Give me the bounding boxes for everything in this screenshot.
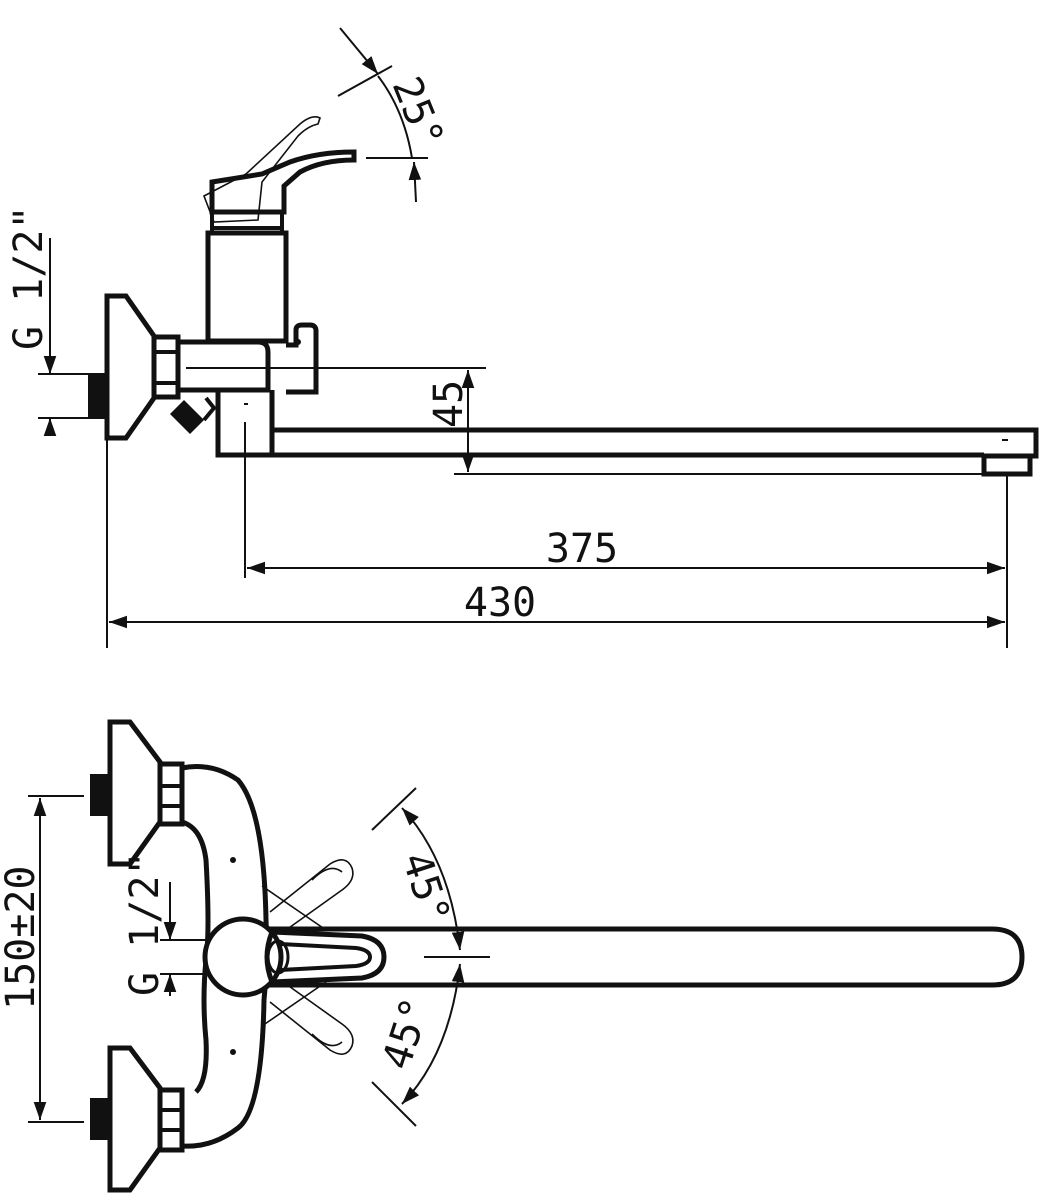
side-wall-flange — [104, 293, 157, 441]
top-spout — [260, 926, 1025, 988]
top-upper-angle-label: 45° — [392, 847, 458, 930]
top-thread-dimension: G 1/2" — [122, 852, 206, 997]
top-view: 150±20 G 1/2" 45° 45° — [0, 719, 1025, 1193]
side-total-label: 430 — [464, 580, 536, 626]
side-cartridge-body — [205, 230, 289, 344]
side-thread-dimension: G 1/2" — [6, 206, 108, 436]
side-spout-label: 375 — [546, 526, 618, 572]
side-height-label: 45 — [426, 380, 472, 428]
top-lever — [264, 929, 387, 985]
top-upper-angle-dimension: 45° — [371, 787, 465, 951]
side-thread-label: G 1/2" — [6, 206, 52, 351]
top-centers-label: 150±20 — [0, 866, 44, 1011]
side-spout — [272, 427, 1039, 477]
side-view: G 1/2" 45 25° 375 430 — [6, 27, 1039, 648]
top-upper-hex-nut — [157, 761, 185, 827]
side-inlet-stub — [88, 374, 108, 418]
top-upper-flange — [107, 719, 163, 867]
top-lever-lower-position — [269, 983, 354, 1055]
top-cartridge-cap — [202, 916, 284, 998]
top-thread-label: G 1/2" — [122, 852, 168, 997]
top-centers-dimension: 150±20 — [0, 795, 84, 1123]
top-upper-inlet-stub — [90, 774, 110, 816]
side-diverter-button — [286, 322, 319, 395]
side-height-dimension: 45 — [426, 370, 986, 475]
top-lower-inlet-stub — [90, 1098, 110, 1140]
top-lower-angle-label: 45° — [374, 992, 440, 1075]
side-hex-nut — [151, 334, 181, 400]
top-lower-hex-nut — [157, 1087, 185, 1153]
side-lever-open-position — [202, 116, 321, 223]
side-connector — [178, 339, 271, 393]
side-diverter-knob — [170, 400, 204, 434]
side-lever-angle-label: 25° — [383, 71, 453, 155]
side-lever-angle-dimension: 25° — [337, 27, 453, 203]
side-total-dimension: 430 — [106, 440, 1005, 648]
top-lever-upper-position — [269, 859, 354, 931]
top-lower-flange — [107, 1045, 163, 1193]
top-lower-angle-dimension: 45° — [371, 963, 465, 1127]
side-lever — [209, 149, 357, 215]
side-spout-dimension: 375 — [244, 422, 1008, 648]
